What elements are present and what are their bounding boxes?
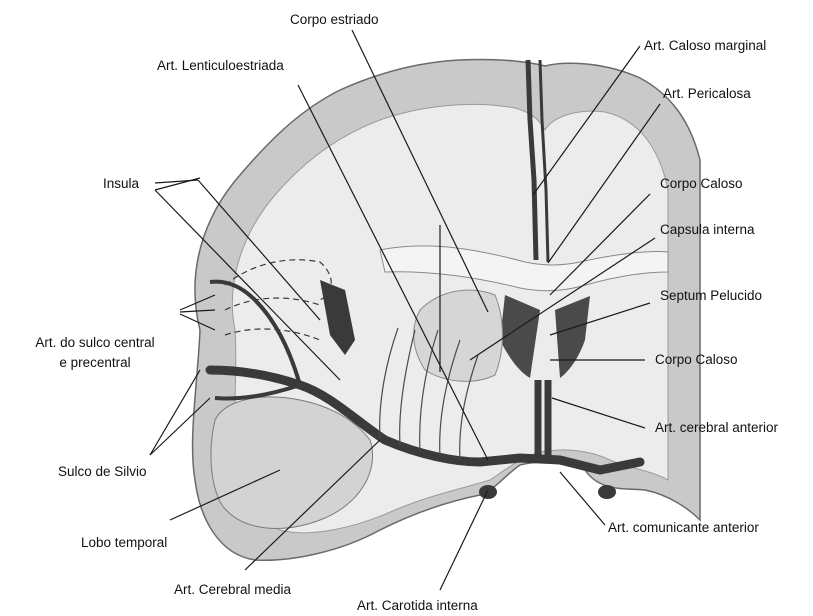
label-sulco-de-silvio: Sulco de Silvio xyxy=(58,464,147,480)
label-art-sulco-central: Art. do sulco central e precentral xyxy=(10,335,180,371)
label-art-sulco-central-line2: e precentral xyxy=(10,355,180,371)
label-art-comunicante-anterior: Art. comunicante anterior xyxy=(608,520,759,536)
label-corpo-caloso-top: Corpo Caloso xyxy=(660,176,743,192)
label-lobo-temporal: Lobo temporal xyxy=(81,535,167,551)
label-art-cerebral-anterior: Art. cerebral anterior xyxy=(655,420,778,436)
label-insula: Insula xyxy=(103,176,139,192)
label-art-sulco-central-line1: Art. do sulco central xyxy=(10,335,180,351)
label-art-cerebral-media: Art. Cerebral media xyxy=(174,582,291,598)
label-art-lenticuloestriada: Art. Lenticuloestriada xyxy=(157,58,284,74)
label-septum-pelucido: Septum Pelucido xyxy=(660,288,762,304)
label-art-carotida-interna: Art. Carotida interna xyxy=(357,598,478,614)
vessel-stump-right xyxy=(598,485,616,499)
striatum-shape xyxy=(414,290,503,381)
label-art-caloso-marginal: Art. Caloso marginal xyxy=(644,38,766,54)
label-art-pericalosa: Art. Pericalosa xyxy=(663,86,751,102)
label-corpo-caloso-bottom: Corpo Caloso xyxy=(655,352,738,368)
label-corpo-estriado: Corpo estriado xyxy=(290,12,379,28)
internal-carotid-stump xyxy=(479,485,497,499)
label-capsula-interna: Capsula interna xyxy=(660,222,755,238)
